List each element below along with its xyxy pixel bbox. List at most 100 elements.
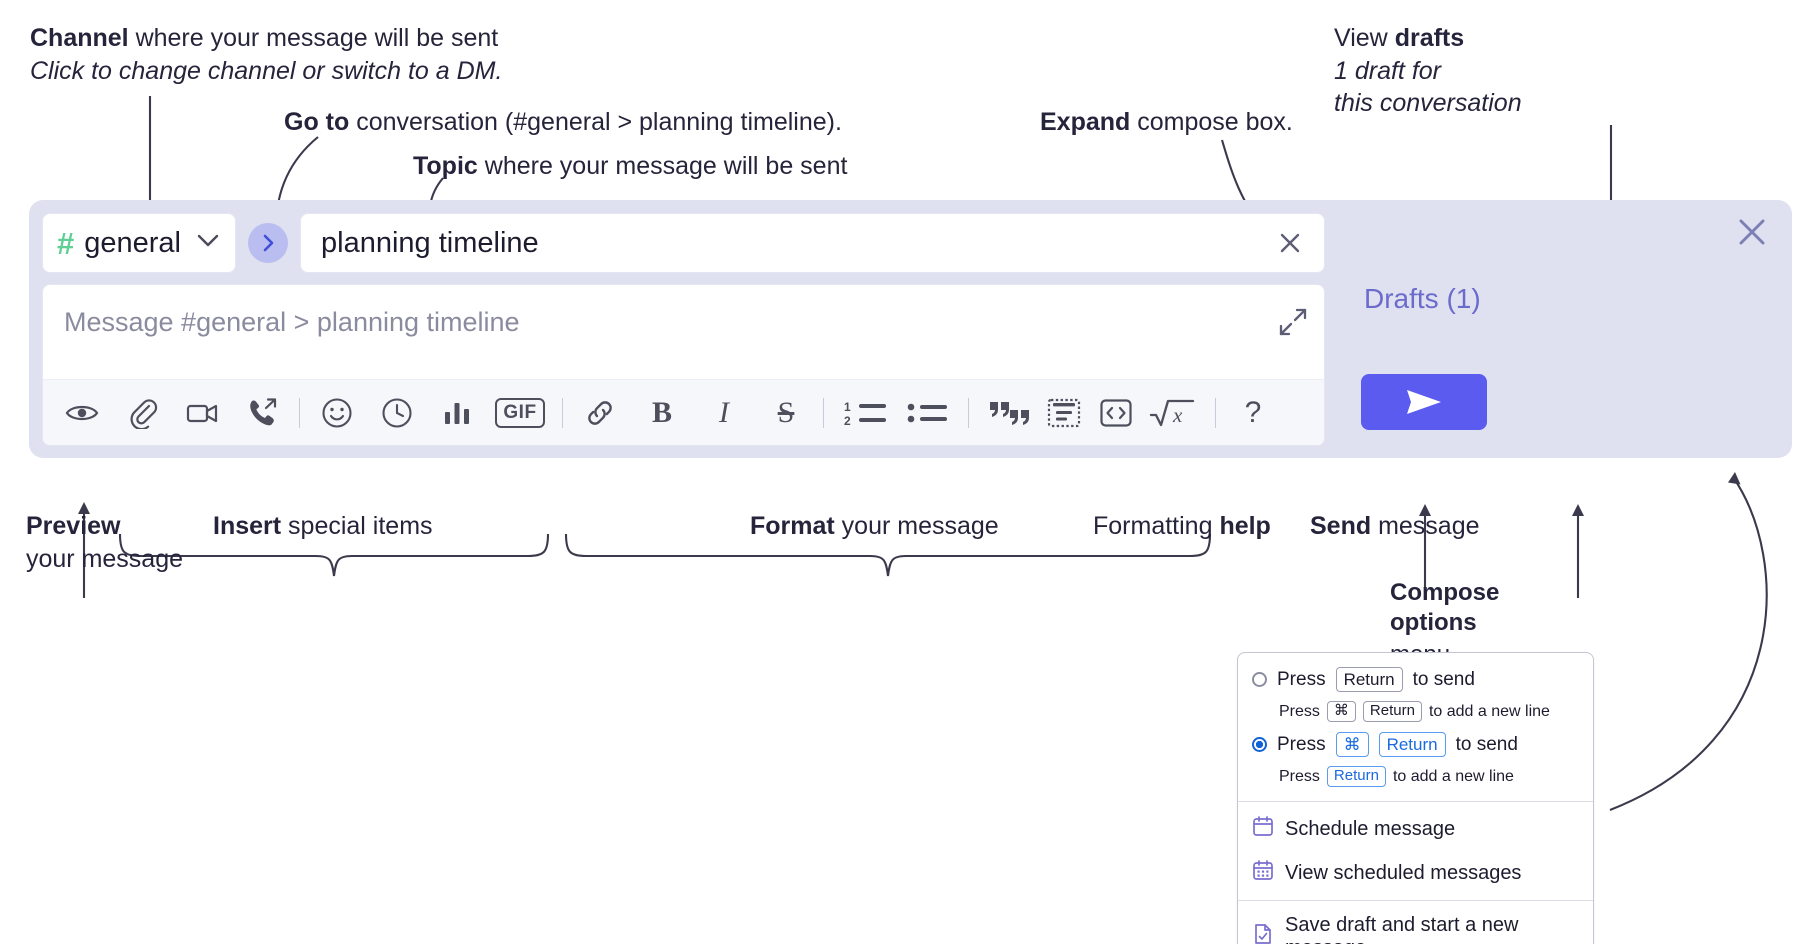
annotation-insert-bold: Insert — [213, 512, 282, 540]
annotation-preview-bold: Preview — [26, 512, 121, 540]
help-icon[interactable]: ? — [1230, 390, 1276, 436]
bulleted-list-icon[interactable] — [902, 390, 954, 436]
annotation-send: Send message — [1310, 510, 1480, 542]
help-label: ? — [1244, 395, 1262, 429]
strikethrough-icon[interactable]: S — [763, 390, 809, 436]
option1-post: to send — [1412, 668, 1475, 690]
drafts-link[interactable]: Drafts (1) — [1364, 283, 1481, 314]
option2-subtext: Press Return to add a new line — [1279, 766, 1579, 787]
menu-item-schedule-message[interactable]: Schedule message — [1238, 807, 1593, 851]
annotation-send-rest: message — [1371, 512, 1480, 540]
option1-pre: Press — [1277, 668, 1326, 690]
expand-icon[interactable] — [1278, 307, 1308, 342]
annotation-compose-bold1: Compose — [1390, 579, 1500, 606]
option-press-cmd-return-to-send[interactable]: Press ⌘ Return to send — [1252, 730, 1579, 759]
annotation-expand-bold: Expand — [1040, 108, 1131, 136]
annotation-compose-bold2: options — [1390, 609, 1477, 636]
audio-call-icon[interactable] — [239, 390, 285, 436]
separator-4 — [968, 397, 969, 428]
hash-icon: # — [57, 225, 75, 261]
clock-icon[interactable] — [374, 390, 420, 436]
option2-post: to send — [1455, 733, 1518, 755]
schedule-group: Schedule message View scheduled messages — [1238, 802, 1593, 900]
formatting-toolbar: GIF B I — [43, 379, 1324, 445]
compose-header-row: # general planning timeline — [42, 213, 1325, 273]
menu-item-save-draft[interactable]: Save draft and start a new message — [1238, 906, 1593, 944]
close-compose-icon[interactable] — [1734, 214, 1770, 255]
separator-5 — [1215, 397, 1216, 428]
compose-options-menu: Press Return to send Press ⌘ Return to a… — [1237, 652, 1594, 944]
link-icon[interactable] — [577, 390, 623, 436]
video-icon[interactable] — [179, 390, 225, 436]
blockquote-icon[interactable] — [983, 390, 1035, 436]
menu-item-view-scheduled[interactable]: View scheduled messages — [1238, 851, 1593, 895]
italic-icon[interactable]: I — [701, 390, 747, 436]
bold-icon[interactable]: B — [639, 390, 685, 436]
annotation-goto-rest: conversation (#general > planning timeli… — [349, 108, 842, 136]
key-command-2: ⌘ — [1335, 732, 1369, 758]
save-draft-icon — [1252, 923, 1274, 944]
option1-sub-post: to add a new line — [1428, 702, 1550, 720]
annotation-compose-options: Compose — [1390, 578, 1499, 609]
poll-icon[interactable] — [434, 390, 480, 436]
annotation-channel-sub: Click to change channel or switch to a D… — [30, 55, 502, 87]
annotation-drafts-pre: View — [1334, 24, 1395, 52]
code-icon[interactable] — [1093, 390, 1139, 436]
annotation-goto: Go to conversation (#general > planning … — [284, 106, 842, 138]
ordered-list-icon[interactable]: 1 2 — [838, 390, 894, 436]
key-return-4: Return — [1326, 766, 1386, 787]
send-button[interactable] — [1361, 374, 1487, 430]
menu-item-schedule-label: Schedule message — [1285, 817, 1456, 840]
annotation-preview: Preview — [26, 510, 121, 542]
annotation-topic: Topic where your message will be sent — [413, 150, 847, 182]
annotation-drafts-bold: drafts — [1394, 24, 1465, 52]
channel-picker-button[interactable]: # general — [42, 213, 236, 273]
option1-sub-pre: Press — [1279, 702, 1320, 720]
option2-sub-pre: Press — [1279, 767, 1320, 785]
option2-pre: Press — [1277, 733, 1326, 755]
key-command: ⌘ — [1326, 701, 1356, 722]
go-to-conversation-button[interactable] — [248, 223, 288, 263]
annotation-preview-sub: your message — [26, 543, 183, 575]
annotation-drafts-sub2-text: this conversation — [1334, 89, 1522, 117]
annotation-drafts: View drafts — [1334, 22, 1464, 54]
annotation-topic-rest: where your message will be sent — [477, 152, 848, 180]
separator-1 — [299, 397, 300, 428]
annotation-expand-rest: compose box. — [1130, 108, 1293, 136]
italic-label: I — [719, 395, 729, 429]
emoji-icon[interactable] — [314, 390, 360, 436]
svg-text:1: 1 — [844, 400, 851, 414]
message-text-area[interactable]: Message #general > planning timeline — [43, 285, 1324, 379]
gif-icon[interactable]: GIF — [492, 390, 548, 436]
topic-input[interactable]: planning timeline — [300, 213, 1325, 273]
close-icon[interactable] — [1270, 223, 1310, 263]
preview-icon[interactable] — [59, 390, 105, 436]
attachment-icon[interactable] — [119, 390, 165, 436]
message-input-box[interactable]: Message #general > planning timeline — [42, 284, 1325, 446]
option-press-return-to-send[interactable]: Press Return to send — [1252, 665, 1579, 694]
message-placeholder: Message #general > planning timeline — [64, 307, 520, 337]
menu-divider-2 — [1238, 900, 1593, 901]
key-return-2: Return — [1362, 701, 1422, 722]
annotation-topic-bold: Topic — [413, 152, 478, 180]
compose-box: # general planning timeline — [29, 200, 1792, 458]
chevron-down-icon — [197, 234, 219, 253]
compose-right-rail: Drafts (1) — [1326, 200, 1792, 458]
radio-return-to-send[interactable] — [1252, 672, 1267, 688]
annotation-formatting-help: Formatting help — [1093, 510, 1271, 542]
annotation-format-bold: Format — [750, 512, 835, 540]
menu-item-save-draft-label: Save draft and start a new message — [1285, 914, 1519, 944]
calendar-schedule-icon — [1252, 815, 1274, 843]
annotation-compose-options-2: options — [1390, 608, 1477, 639]
math-icon[interactable]: x — [1145, 390, 1201, 436]
annotation-channel-rest: where your message will be sent — [128, 24, 499, 52]
radio-cmd-return-to-send[interactable] — [1252, 737, 1267, 753]
annotation-drafts-sub2: this conversation — [1334, 87, 1522, 119]
code-block-icon[interactable] — [1041, 390, 1087, 436]
compose-main-column: # general planning timeline — [42, 213, 1325, 446]
annotation-format: Format your message — [750, 510, 999, 542]
menu-item-view-scheduled-label: View scheduled messages — [1285, 861, 1522, 884]
calendar-grid-icon — [1252, 859, 1274, 887]
topic-value: planning timeline — [321, 226, 539, 259]
annotation-drafts-sub1: 1 draft for — [1334, 55, 1441, 87]
